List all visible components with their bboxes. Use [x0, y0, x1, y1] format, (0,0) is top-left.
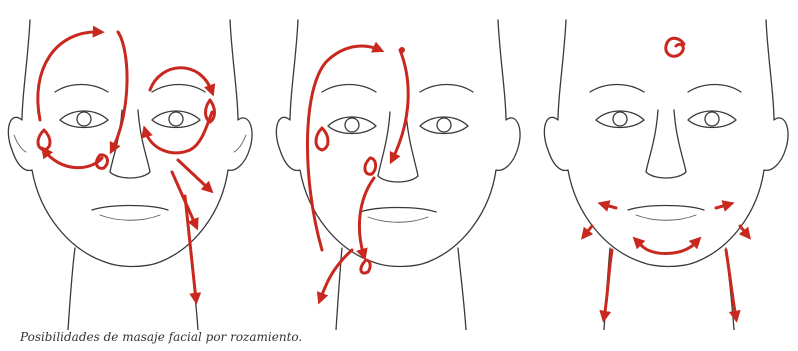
- face-illustration-right: [532, 0, 798, 330]
- face-drawing-right: [532, 0, 798, 330]
- face-illustration-left: [0, 0, 262, 330]
- face-illustration-middle: [262, 0, 532, 330]
- face-drawing-left: [0, 0, 262, 330]
- figure-caption: Posibilidades de masaje facial por rozam…: [20, 330, 302, 344]
- head-outline: [544, 20, 788, 267]
- head-outline: [8, 20, 252, 267]
- eye-left: [60, 111, 108, 128]
- forehead-spiral: [666, 38, 684, 56]
- face-drawing-middle: [262, 0, 532, 330]
- eye-right: [688, 111, 736, 128]
- eye-right: [152, 111, 200, 128]
- eye-left: [328, 117, 376, 134]
- eye-left: [596, 111, 644, 128]
- eye-right: [420, 117, 468, 134]
